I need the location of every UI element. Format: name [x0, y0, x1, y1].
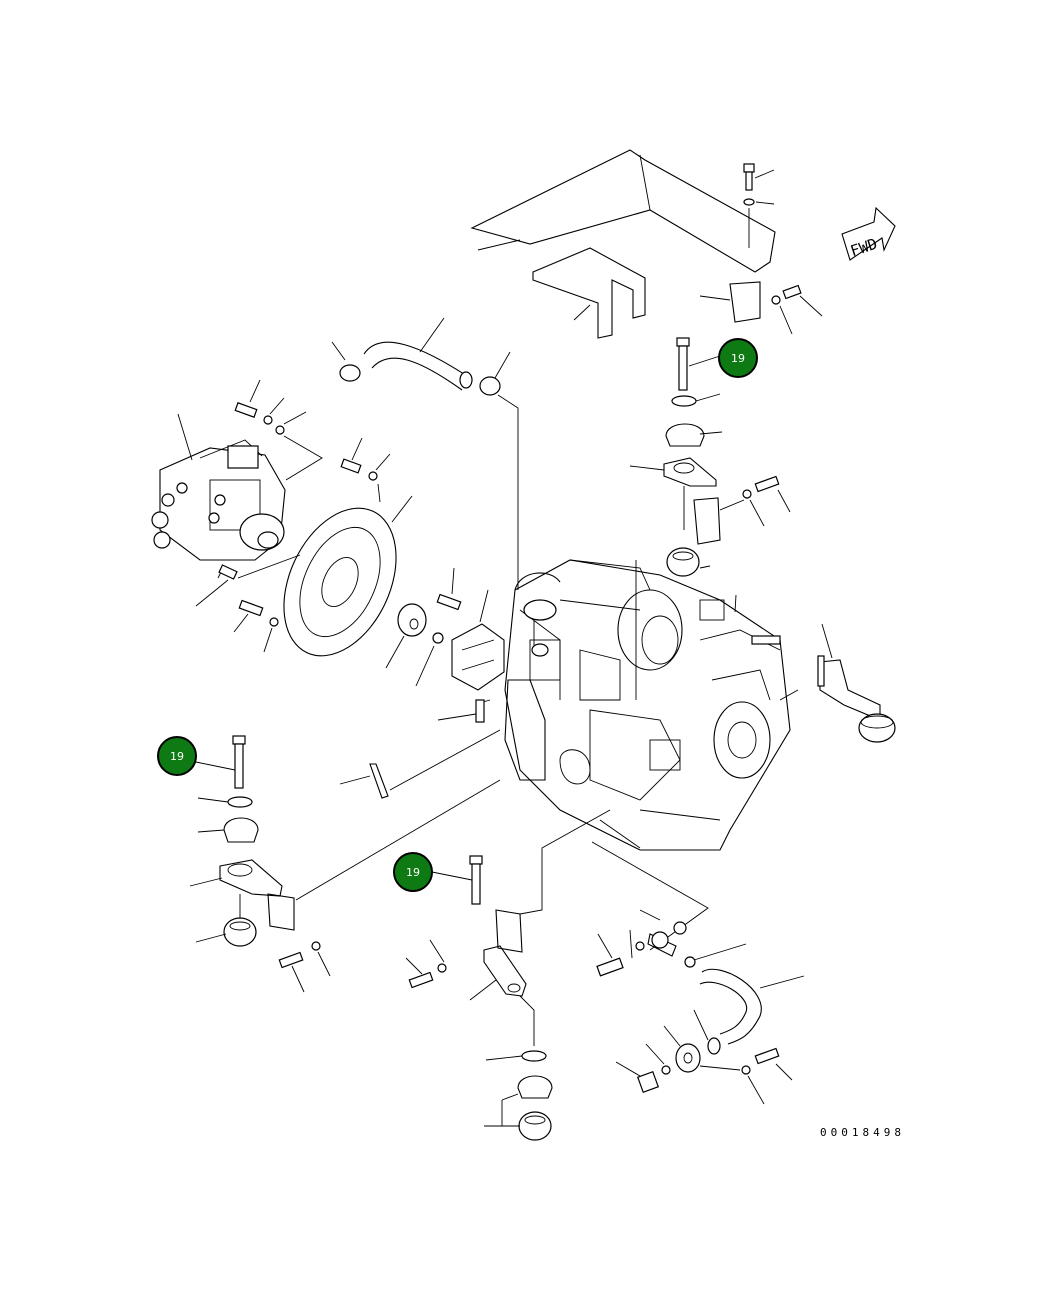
- rear-right-mount-bracket: [779, 623, 896, 743]
- bolt-top-right: [743, 163, 775, 248]
- coupling-spacer: [385, 603, 444, 687]
- drain-hose-lower: [615, 968, 805, 1105]
- pump-bolt-upper: [234, 379, 323, 481]
- callout-badge-left-mount[interactable]: 19: [157, 736, 197, 776]
- document-number: 00018498: [820, 1126, 905, 1139]
- callout-badge-right-mount[interactable]: 19: [718, 338, 758, 378]
- pump-bolt-lower: [233, 599, 279, 653]
- callout-badge-center-mount[interactable]: 19: [393, 852, 433, 892]
- oil-filler-cap: [523, 599, 557, 657]
- small-bracket-right: [699, 281, 823, 335]
- support-bracket-upper: [532, 247, 646, 339]
- center-mount-bracket: [405, 809, 611, 1141]
- left-mount-bolt: [195, 735, 259, 843]
- center-mount-bolt: [431, 855, 483, 905]
- engine-cover-plate: [470, 149, 776, 273]
- callout-number: 19: [406, 866, 420, 879]
- right-mount-upper-bolt: [665, 337, 723, 447]
- flexible-coupling: [436, 567, 505, 691]
- hose-upper: [331, 317, 519, 590]
- fwd-label: FWD: [848, 235, 879, 260]
- flywheel-plate: [283, 437, 413, 657]
- hydraulic-pump: [151, 413, 301, 607]
- left-mount-bracket: [189, 779, 501, 993]
- callout-number: 19: [170, 750, 184, 763]
- wiring-clip-left: [339, 729, 501, 799]
- forward-direction-arrow: FWD: [841, 206, 896, 261]
- right-mount-bracket: [629, 457, 791, 577]
- callout-number: 19: [731, 352, 745, 365]
- engine-left-bracket: [437, 679, 546, 781]
- engine-assembly: [504, 559, 791, 851]
- drain-fitting-group: [591, 841, 747, 977]
